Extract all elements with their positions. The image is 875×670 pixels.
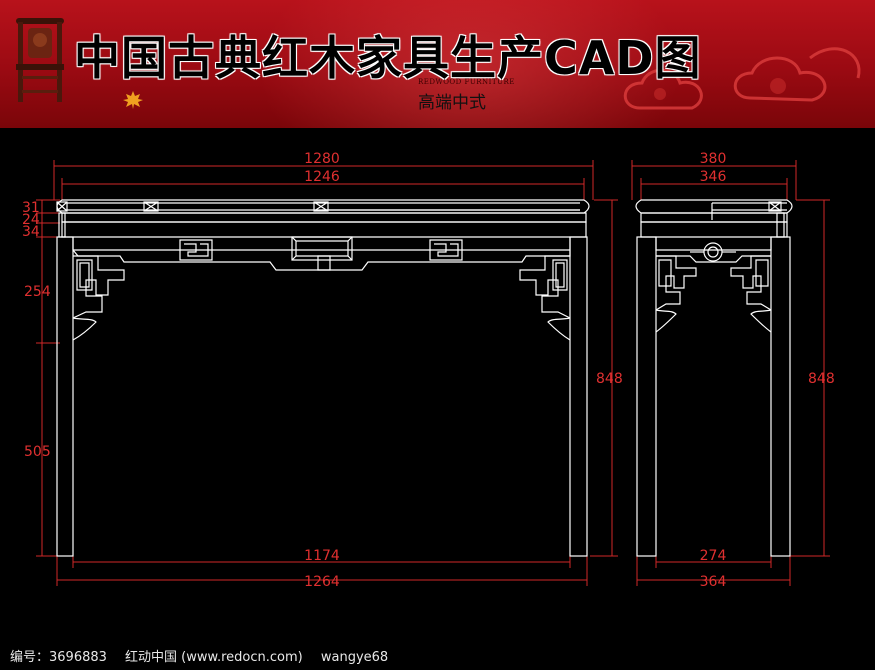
- maple-leaf-icon: [123, 91, 143, 109]
- dim-side-foot-inner: 274: [700, 548, 727, 564]
- dim-front-foot-outer: 1264: [304, 574, 340, 590]
- side-dimension-lines: [631, 160, 830, 586]
- side-dimension-labels: 380 346 848 274 364: [700, 151, 835, 590]
- dim-front-spandrel: 254: [24, 284, 51, 300]
- dim-front-top-width: 1280: [304, 151, 340, 167]
- side-view: 380 346 848 274 364: [631, 151, 835, 590]
- banner-glow: [260, 0, 680, 128]
- dim-side-height: 848: [808, 371, 835, 387]
- cad-drawing: 1280 1246 31 24 34 254 505 848 1174 1264: [22, 151, 835, 590]
- dim-front-apron-2: 34: [22, 224, 40, 240]
- front-dimension-lines: [36, 160, 618, 586]
- side-table-outline: [635, 199, 793, 557]
- footer-author: wangye68: [320, 650, 389, 665]
- dim-side-top-inner-width: 346: [700, 169, 727, 185]
- chair-icon: [16, 18, 64, 102]
- dim-front-foot-inner: 1174: [304, 548, 340, 564]
- front-dimension-labels: 1280 1246 31 24 34 254 505 848 1174 1264: [22, 151, 623, 590]
- front-view: 1280 1246 31 24 34 254 505 848 1174 1264: [22, 151, 623, 590]
- footer: 编号：3696883 红动中国 (www.redocn.com) wangye6…: [10, 646, 402, 665]
- cloud-decoration: [623, 47, 861, 110]
- dim-side-foot-outer: 364: [700, 574, 727, 590]
- dim-side-top-width: 380: [700, 151, 727, 167]
- footer-site: 红动中国 (www.redocn.com): [125, 650, 303, 665]
- header-banner: REDWOOD FURNITURE 中国古典红木家具生产CAD图 高端中式: [0, 0, 875, 128]
- dim-front-top-inner-width: 1246: [304, 169, 340, 185]
- dim-front-leg-lower: 505: [24, 444, 51, 460]
- footer-id: 编号：3696883: [10, 650, 107, 665]
- dim-front-top-thickness: 31: [22, 200, 40, 216]
- banner-small-text: REDWOOD FURNITURE: [418, 78, 515, 86]
- dim-front-height: 848: [596, 371, 623, 387]
- front-table-outline: [56, 199, 590, 557]
- banner-title: 中国古典红木家具生产CAD图: [74, 31, 702, 85]
- banner-subtitle: 高端中式: [418, 93, 486, 113]
- dim-front-apron-1: 24: [22, 212, 40, 228]
